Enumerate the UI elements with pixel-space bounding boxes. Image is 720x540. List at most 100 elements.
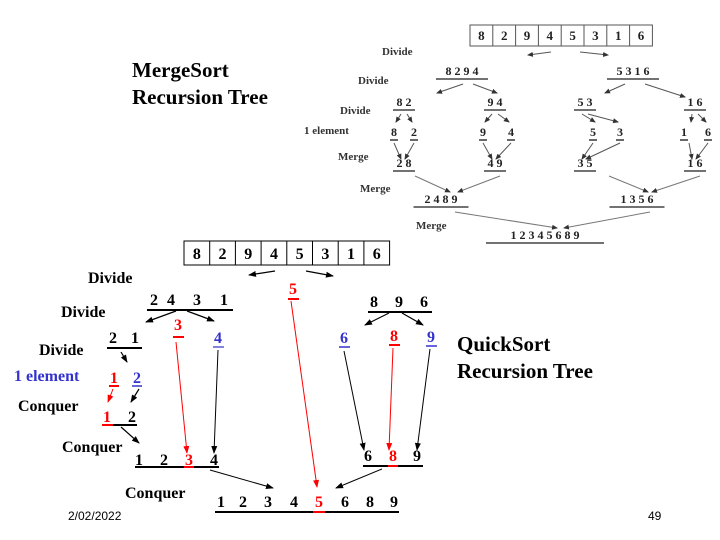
ms-arrow — [579, 51, 609, 57]
ms-label-divide-3: Divide — [340, 105, 371, 117]
qs-array-cell: 1 — [347, 246, 355, 263]
qs-right-partition-item: 8 — [370, 294, 378, 311]
qs-arrow — [130, 388, 140, 403]
ms-node-merge2: 2 4 8 9 — [425, 192, 458, 206]
qs-left-conquer-item: 2 — [160, 452, 168, 469]
qs-array-cell: 5 — [296, 246, 304, 263]
ms-arrow — [414, 175, 451, 193]
qs-arrow-red — [175, 341, 190, 454]
qs-array-cell: 9 — [244, 246, 252, 263]
qs-left-partition-item: 1 — [220, 292, 228, 309]
ms-arrow — [689, 113, 695, 123]
ms-label-divide-2: Divide — [358, 75, 389, 87]
ms-node-merge1: 1 6 — [688, 156, 703, 170]
ms-node-single: 2 — [411, 125, 417, 139]
mergesort-title-line2: Recursion Tree — [132, 85, 268, 109]
ms-node-l1: 5 3 1 6 — [617, 64, 650, 78]
ms-node-single: 4 — [508, 125, 514, 139]
qs-result-item: 4 — [290, 494, 298, 511]
ms-node-merge1: 2 8 — [397, 156, 412, 170]
ms-node-l2: 8 2 — [397, 95, 412, 109]
ms-arrow — [497, 113, 510, 123]
qs-label-conquer-2: Conquer — [62, 439, 123, 456]
ms-array-cell: 9 — [524, 28, 531, 43]
ms-label-merge-3: Merge — [416, 220, 447, 232]
qs-left-pivot: 3 — [174, 317, 182, 334]
ms-arrow — [688, 142, 694, 160]
qs-left-conquer-item: 4 — [210, 452, 218, 469]
qs-pivot-top: 5 — [289, 281, 297, 298]
ms-arrow — [495, 142, 512, 160]
ms-arrow — [484, 113, 493, 123]
qs-array-cell: 4 — [270, 246, 278, 263]
qs-arrow — [414, 348, 431, 451]
qs-arrow-red — [290, 300, 320, 488]
qs-arrow-red — [107, 388, 114, 403]
ms-arrow — [585, 142, 621, 160]
ms-array-cell: 5 — [569, 28, 576, 43]
ms-node-single: 3 — [617, 125, 623, 139]
ms-arrow — [581, 142, 594, 160]
qs-array-cell: 8 — [193, 246, 201, 263]
ms-arrow — [406, 113, 413, 123]
ms-arrow — [454, 211, 558, 230]
qs-arrow — [211, 349, 219, 454]
ms-arrow — [436, 83, 464, 94]
ms-arrow — [587, 113, 619, 124]
ms-array-cell: 2 — [501, 28, 508, 43]
ms-node-single: 8 — [391, 125, 397, 139]
qs-arrow — [335, 468, 383, 489]
mergesort-title: MergeSort Recursion Tree — [132, 57, 268, 111]
ms-node-l2: 1 6 — [688, 95, 703, 109]
qs-left-partition-item: 2 — [150, 292, 158, 309]
ms-arrow — [697, 113, 707, 123]
qs-left-conquer-item: 1 — [135, 452, 143, 469]
qs-array-cell: 2 — [219, 246, 227, 263]
ms-node-l2: 5 3 — [578, 95, 593, 109]
ms-arrow — [581, 113, 596, 123]
qs-left-left-item: 1 — [131, 330, 139, 347]
qs-label-conquer-1: Conquer — [18, 398, 79, 415]
footer-page-number: 49 — [648, 509, 662, 523]
ms-label-merge-2: Merge — [360, 183, 391, 195]
qs-arrow — [401, 312, 424, 326]
ms-arrow — [482, 142, 493, 160]
qs-label-one-element: 1 element — [14, 368, 80, 385]
qs-array-cell: 6 — [373, 246, 381, 263]
qs-right-right-leaf: 9 — [427, 329, 435, 346]
qs-arrow — [343, 350, 366, 451]
ms-array-cell: 3 — [592, 28, 599, 43]
qs-label-divide-1: Divide — [88, 270, 133, 287]
ms-arrow — [563, 211, 651, 230]
qs-arrow — [305, 270, 334, 278]
qs-result-item: 5 — [315, 494, 323, 511]
ms-node-single: 6 — [705, 125, 711, 139]
quicksort-title-line2: Recursion Tree — [457, 359, 593, 383]
qs-right-conquer-item: 9 — [413, 448, 421, 465]
ms-arrow — [604, 83, 626, 94]
ms-node-l1: 8 2 9 4 — [446, 64, 479, 78]
ms-arrow — [644, 83, 686, 98]
qs-result-item: 1 — [217, 494, 225, 511]
qs-array-cell: 3 — [321, 246, 329, 263]
qs-arrow — [186, 310, 215, 322]
qs-result-item: 9 — [390, 494, 398, 511]
qs-arrow — [364, 312, 390, 326]
ms-arrow — [395, 113, 402, 123]
ms-node-single: 9 — [480, 125, 486, 139]
ms-arrow — [472, 83, 498, 94]
ms-array-cell: 8 — [478, 28, 485, 43]
ms-node-single: 5 — [590, 125, 596, 139]
ms-array-cell: 1 — [615, 28, 622, 43]
ms-arrow — [393, 142, 402, 160]
ms-node-l2: 9 4 — [488, 95, 503, 109]
qs-label-divide-2: Divide — [61, 304, 106, 321]
qs-ll-right-leaf: 2 — [133, 370, 141, 387]
ms-label-divide-1: Divide — [382, 46, 413, 58]
qs-result-item: 6 — [341, 494, 349, 511]
ms-arrow — [527, 51, 552, 57]
qs-left-conquer-item: 3 — [185, 452, 193, 469]
